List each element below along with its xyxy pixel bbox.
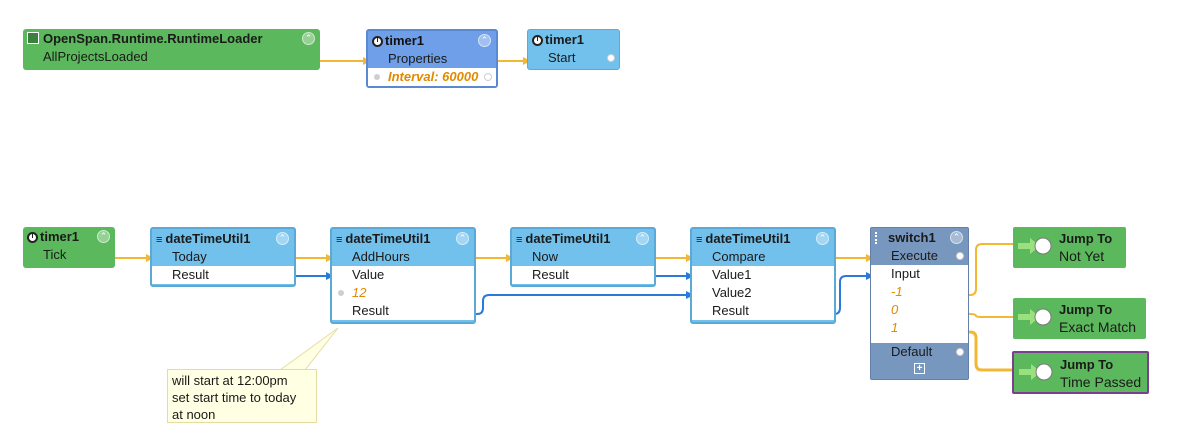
compare-value2-param[interactable]: Value2 (712, 285, 752, 300)
all-projects-loaded-event[interactable]: AllProjectsLoaded (43, 49, 148, 64)
wire-case-1-to-passed (960, 330, 1021, 374)
addhours-method[interactable]: AddHours (352, 249, 410, 264)
interval-value: Interval: 60000 (388, 69, 479, 84)
switch-node[interactable]: switch1 ⌃ Execute Input -1 0 1 Default + (870, 227, 969, 380)
jump-to-icon (1018, 308, 1052, 326)
now-node[interactable]: ≡dateTimeUtil1 ⌃ Now Result (510, 227, 656, 287)
addhours-title: dateTimeUtil1 (345, 231, 431, 246)
switch-execute[interactable]: Execute (891, 248, 938, 263)
switch-title: switch1 (888, 230, 936, 245)
timer-tick-node[interactable]: timer1 ⌃ Tick (23, 227, 115, 268)
today-result[interactable]: Result (172, 267, 209, 282)
note-line-1: will start at 12:00pm (172, 373, 288, 388)
switch-icon (875, 232, 885, 244)
compare-title: dateTimeUtil1 (705, 231, 791, 246)
addhours-value-param[interactable]: Value (352, 267, 385, 282)
runtime-loader-node[interactable]: OpenSpan.Runtime.RuntimeLoader ⌃ AllProje… (23, 29, 320, 70)
jump-exact-match-title: Jump To (1059, 302, 1113, 317)
now-result[interactable]: Result (532, 267, 569, 282)
collapse-icon[interactable]: ⌃ (636, 232, 649, 245)
compare-result[interactable]: Result (712, 303, 749, 318)
collapse-icon[interactable]: ⌃ (276, 232, 289, 245)
addhours-result[interactable]: Result (352, 303, 389, 318)
note-line-2: set start time to today (172, 390, 297, 405)
wire-case-neg1-to-not-yet (960, 240, 1021, 296)
switch-case-neg1[interactable]: -1 (891, 284, 903, 299)
compare-method[interactable]: Compare (712, 249, 766, 264)
collapse-icon[interactable]: ⌃ (97, 230, 110, 243)
jump-to-icon (1018, 237, 1052, 255)
today-node[interactable]: ≡dateTimeUtil1 ⌃ Today Result (150, 227, 296, 287)
wire-case-0-to-exact (960, 313, 1021, 321)
runtime-loader-icon (27, 32, 39, 44)
properties-label[interactable]: Properties (388, 51, 448, 66)
now-method[interactable]: Now (532, 249, 559, 264)
default-output-pin[interactable] (956, 348, 964, 356)
timer-icon (27, 232, 38, 243)
interval-input-pin[interactable] (374, 74, 380, 80)
now-title: dateTimeUtil1 (525, 231, 611, 246)
jump-not-yet-node[interactable]: Jump To Not Yet (1013, 227, 1126, 268)
start-output-pin[interactable] (607, 54, 615, 62)
collapse-icon[interactable]: ⌃ (456, 232, 469, 245)
hours-input-pin[interactable] (338, 290, 344, 296)
addhours-node[interactable]: ≡dateTimeUtil1 ⌃ AddHours Value 12 Result (330, 227, 476, 324)
jump-not-yet-label: Not Yet (1059, 248, 1105, 264)
today-method[interactable]: Today (172, 249, 207, 264)
note-line-3: at noon (172, 407, 216, 422)
addhours-hours-value: 12 (352, 285, 367, 300)
execute-output-pin[interactable] (956, 252, 964, 260)
start-method[interactable]: Start (548, 50, 576, 65)
add-case-icon[interactable]: + (914, 363, 925, 374)
timer-start-node[interactable]: timer1 Start (527, 29, 620, 70)
date-util-icon: ≡ (156, 234, 163, 246)
switch-case-1[interactable]: 1 (891, 320, 899, 335)
compare-node[interactable]: ≡dateTimeUtil1 ⌃ Compare Value1 Value2 Re… (690, 227, 836, 324)
timer-icon (532, 35, 543, 46)
collapse-icon[interactable]: ⌃ (816, 232, 829, 245)
timer-properties-node[interactable]: timer1 ⌃ Properties Interval: 60000 (366, 29, 498, 88)
switch-case-0[interactable]: 0 (891, 302, 899, 317)
switch-input[interactable]: Input (891, 266, 920, 281)
runtime-loader-title: OpenSpan.Runtime.RuntimeLoader (43, 31, 263, 46)
jump-time-passed-label: Time Passed (1060, 374, 1142, 390)
date-util-icon: ≡ (336, 234, 343, 246)
jump-to-icon (1019, 363, 1053, 381)
compare-value1-param[interactable]: Value1 (712, 267, 752, 282)
jump-not-yet-title: Jump To (1059, 231, 1113, 246)
jump-time-passed-title: Jump To (1060, 357, 1114, 372)
switch-default[interactable]: Default (891, 344, 933, 359)
wire-addhours-result-to-value2 (470, 291, 694, 315)
interval-output-pin[interactable] (484, 73, 492, 81)
comment-note[interactable]: will start at 12:00pm set start time to … (167, 369, 317, 423)
jump-time-passed-node[interactable]: Jump To Time Passed (1012, 351, 1149, 394)
date-util-icon: ≡ (696, 234, 703, 246)
jump-exact-match-node[interactable]: Jump To Exact Match (1013, 298, 1146, 339)
collapse-icon[interactable]: ⌃ (478, 34, 491, 47)
timer-properties-title: timer1 (385, 33, 425, 48)
collapse-icon[interactable]: ⌃ (950, 231, 963, 244)
jump-exact-match-label: Exact Match (1059, 319, 1137, 335)
wire-compare-result-to-input (830, 272, 874, 315)
note-pointer (278, 327, 339, 371)
timer-icon (372, 36, 383, 47)
tick-event[interactable]: Tick (43, 247, 67, 262)
today-title: dateTimeUtil1 (165, 231, 251, 246)
timer-tick-title: timer1 (40, 229, 80, 244)
timer-start-title: timer1 (545, 32, 585, 47)
date-util-icon: ≡ (516, 234, 523, 246)
collapse-icon[interactable]: ⌃ (302, 32, 315, 45)
